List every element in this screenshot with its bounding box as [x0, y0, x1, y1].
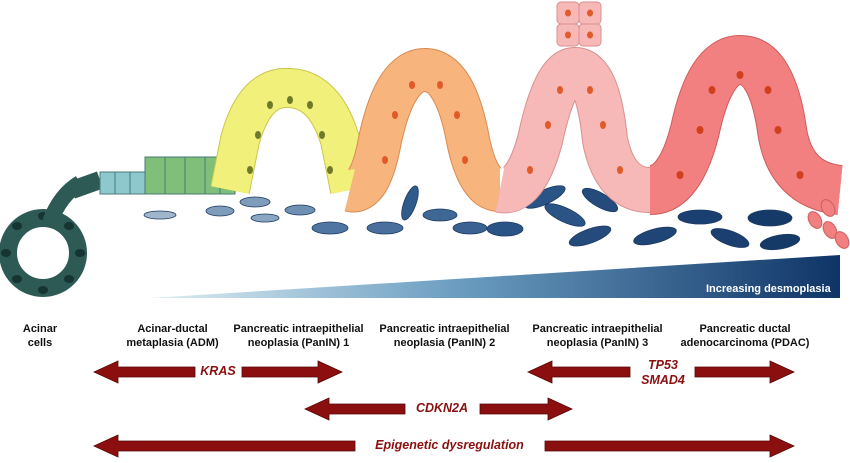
panin1-arch — [210, 67, 370, 194]
kras-arrow — [93, 360, 343, 384]
acinar-cluster — [0, 171, 104, 297]
epigenetic-arrow — [93, 434, 795, 458]
cdkn2a-arrow — [304, 397, 573, 421]
adm-segment — [99, 156, 236, 195]
stage-label-acinar: Acinar cells — [22, 323, 58, 349]
stage-label-adm: Acinar-ductal metaplasia (ADM) — [126, 323, 219, 349]
panin3-arch — [495, 1, 652, 214]
desmoplasia-label: Increasing desmoplasia — [706, 283, 831, 295]
tp53-smad4-arrow — [527, 360, 795, 384]
stroma-cells — [143, 185, 801, 251]
stage-label-panin3: Pancreatic intraepithelial neoplasia (Pa… — [532, 323, 663, 349]
panin2-arch — [344, 47, 504, 213]
stage-label-pdac: Pancreatic ductal adenocarcinoma (PDAC) — [680, 323, 810, 349]
desmoplasia-wedge — [150, 255, 840, 298]
gene-label-kras: KRAS — [200, 364, 236, 378]
gene-label-epigenetic: Epigenetic dysregulation — [375, 438, 524, 452]
stage-label-panin1: Pancreatic intraepithelial neoplasia (Pa… — [233, 323, 364, 349]
pdac-arch — [647, 34, 850, 249]
gene-label-cdkn2a: CDKN2A — [415, 401, 469, 415]
arrows — [93, 360, 795, 458]
detached-cell-cluster — [556, 1, 602, 47]
gene-label-tp53-smad4: TP53 SMAD4 — [641, 358, 685, 387]
stage-label-panin2: Pancreatic intraepithelial neoplasia (Pa… — [379, 323, 510, 349]
